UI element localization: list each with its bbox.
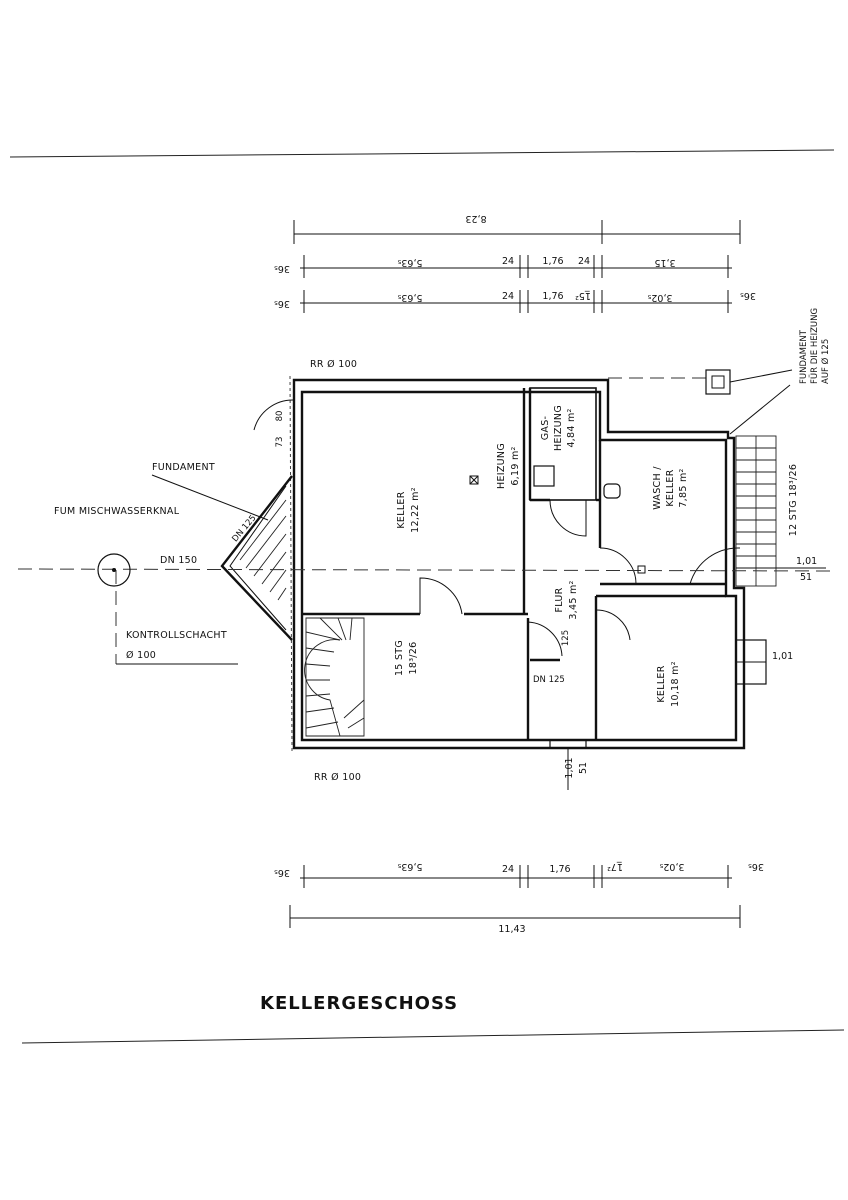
dim-row2-g: 36₅ [740,290,756,301]
gasheizung-area: 4,84 m² [566,408,577,447]
doors [253,399,741,657]
bay-left [220,475,293,641]
dim-row1-e: 24 [578,256,590,267]
fundament-heizung-note: FUNDAMENT FÜR DIE HEIZUNG AUF Ø 125 [799,308,831,384]
fundament-heizung-symbol [705,369,731,395]
room-wasch: WASCH / KELLER 7,85 m² [652,466,689,510]
dim-row2-e: 1̲5² [575,290,591,301]
gas-boiler-symbol [533,465,555,487]
dim-row1-b: 5,63₅ [397,257,422,268]
dim-bottom-e: 1̲7² [607,861,623,872]
fum-label: FUM MISCHWASSERKNAL [54,506,180,517]
dim-bottom-f: 3,02₅ [659,861,684,872]
dim-bottom-g: 36₅ [748,861,764,872]
dim-row1-c: 24 [502,256,514,267]
keller2-area: 10,18 m² [670,661,681,707]
room-keller1: KELLER 12,22 m² [396,487,421,533]
room-stair15: 15 STG 18³/26 [394,640,419,676]
dim-bottom-d: 1,76 [549,864,570,875]
top-dimension-row2: 36₅ 5,63₅ 24 1,76 1̲5² 3,02₅ 36₅ [274,290,756,313]
stair-12 [735,435,777,587]
kontroll-diameter: Ø 100 [126,650,156,661]
plan-title: KELLERGESCHOSS [260,993,458,1014]
room-heizung: HEIZUNG 6,19 m² [496,443,521,489]
dim-row1-d: 1,76 [542,256,563,267]
dim-row2-b: 5,63₅ [397,292,422,303]
wasch-line1: WASCH / [652,466,663,510]
keller1-name: KELLER [396,491,407,528]
dim-bottom-a: 36₅ [274,867,290,878]
flur-name: FLUR [554,587,565,612]
heizung-marker [469,475,479,485]
pipe-125: 125 [561,630,571,646]
sink-symbol [603,483,621,499]
top-dimension-total: 8,23 [293,213,741,244]
bottom-dimension-total: 11,43 [289,905,741,935]
dim-top-total: 8,23 [465,213,486,224]
dim-bottom-window-2: 51 [578,762,589,774]
dim-bottom-b: 5,63₅ [397,861,422,872]
bottom-dimension-row: 36₅ 5,63₅ 24 1,76 1̲7² 3,02₅ 36₅ [274,861,764,888]
door-80: 80 [275,411,285,422]
dim-right-window-1: 1,01 [796,556,817,567]
door-73: 73 [275,437,285,448]
dim-row2-f: 3,02₅ [647,292,672,303]
dim-row2-a: 36₅ [274,298,290,309]
heizung-name: HEIZUNG [496,443,507,489]
heizung-area: 6,19 m² [510,446,521,485]
pipe-dn150 [17,568,837,572]
kontrollschacht-label: KONTROLLSCHACHT [126,630,227,641]
top-rule [9,149,835,158]
keller1-area: 12,22 m² [410,487,421,533]
gasheizung-line1: GAS- [540,416,551,441]
fund-heizung-2: FÜR DIE HEIZUNG [809,308,820,384]
rr-bottom: RR Ø 100 [314,772,361,783]
room-flur: FLUR 3,45 m² [554,580,579,619]
stair-15 [304,617,365,737]
flur-area: 3,45 m² [568,580,579,619]
fundament-left: FUNDAMENT [152,462,215,473]
dim-right-lower: 1,01 [772,651,793,662]
wasch-line2: KELLER [665,469,676,506]
fundament-leader-2 [729,384,791,435]
flur-marker [637,565,646,574]
top-dimension-row1: 36₅ 5,63₅ 24 1,76 24 3,15 [274,255,732,278]
stair15-ratio: 18³/26 [408,642,419,675]
room-keller2: KELLER 10,18 m² [656,661,681,707]
heizung-marker-x2 [469,475,479,485]
dn125-flur: DN 125 [533,675,565,685]
dim-row2-d: 1,76 [542,291,563,302]
rr-top: RR Ø 100 [310,359,357,370]
dashed-outline [289,375,293,753]
bottom-window-dims: 1,01 51 [564,757,589,778]
kontrollschacht-dot [112,568,116,572]
fund-heizung-3: AUF Ø 125 [820,339,831,384]
bottom-rule [21,1029,845,1044]
fund-heizung-1: FUNDAMENT [799,329,809,384]
gasheizung-line2: HEIZUNG [553,405,564,451]
dim-bottom-c: 24 [502,864,514,875]
dn125-diag: DN 125 [230,513,258,544]
stair12-label: 12 STG 18³/26 [788,464,799,536]
fundament-heizung-leader [729,369,793,383]
wasch-area: 7,85 m² [678,468,689,507]
keller2-name: KELLER [656,665,667,702]
dim-row1-a: 36₅ [274,263,290,274]
gasheizung-closet [529,387,597,501]
stair15-label: 15 STG [394,640,405,676]
fundament-heizung-inner [711,375,725,389]
dim-row1-f: 3,15 [654,257,675,268]
room-gasheizung: GAS- HEIZUNG 4,84 m² [540,405,577,451]
dim-bottom-window-1: 1,01 [564,757,575,778]
dn150-label: DN 150 [160,555,197,566]
dim-bottom-total: 11,43 [498,924,525,935]
dim-right-window-2: 51 [800,572,812,583]
fundament-left-leader [151,474,269,521]
kontrollschacht-symbol [97,553,131,587]
dim-row2-c: 24 [502,291,514,302]
